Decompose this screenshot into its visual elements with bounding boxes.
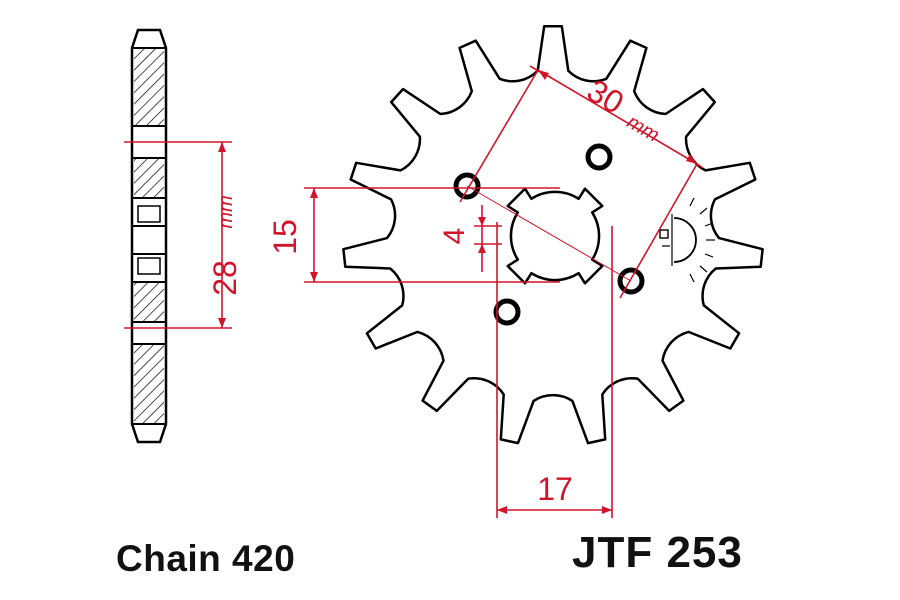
spline-height-value: 15 [267, 219, 303, 255]
bolt-hole [585, 143, 613, 171]
side-width-unit: mm [215, 195, 237, 228]
side-profile-outline [130, 28, 168, 444]
spline-bore [506, 187, 604, 285]
spline-offset-value: 4 [438, 228, 471, 245]
rotation-indicator-icon [659, 197, 715, 283]
side-profile-hub-block-upper [137, 205, 161, 223]
side-profile-hatch-top [134, 48, 164, 126]
part-number-label: JTF 253 [572, 528, 743, 577]
sprocket-front-view [342, 24, 764, 445]
side-width-value: 28 [207, 260, 243, 296]
side-profile-view [130, 28, 168, 444]
side-profile-hatch-lower-mid [134, 282, 164, 322]
bore-width-dimension [496, 222, 613, 518]
side-profile-hatch-upper-mid [134, 158, 164, 198]
bolt-circle-dimension [459, 65, 704, 299]
bolt-hole [493, 298, 521, 326]
spline-height-dimension [304, 187, 560, 283]
chain-size-label: Chain 420 [116, 538, 296, 579]
side-width-dimension [124, 141, 232, 329]
bore-width-value: 17 [537, 471, 573, 507]
side-profile-hub-block-lower [137, 257, 161, 275]
side-profile-hatch-bottom [134, 344, 164, 424]
